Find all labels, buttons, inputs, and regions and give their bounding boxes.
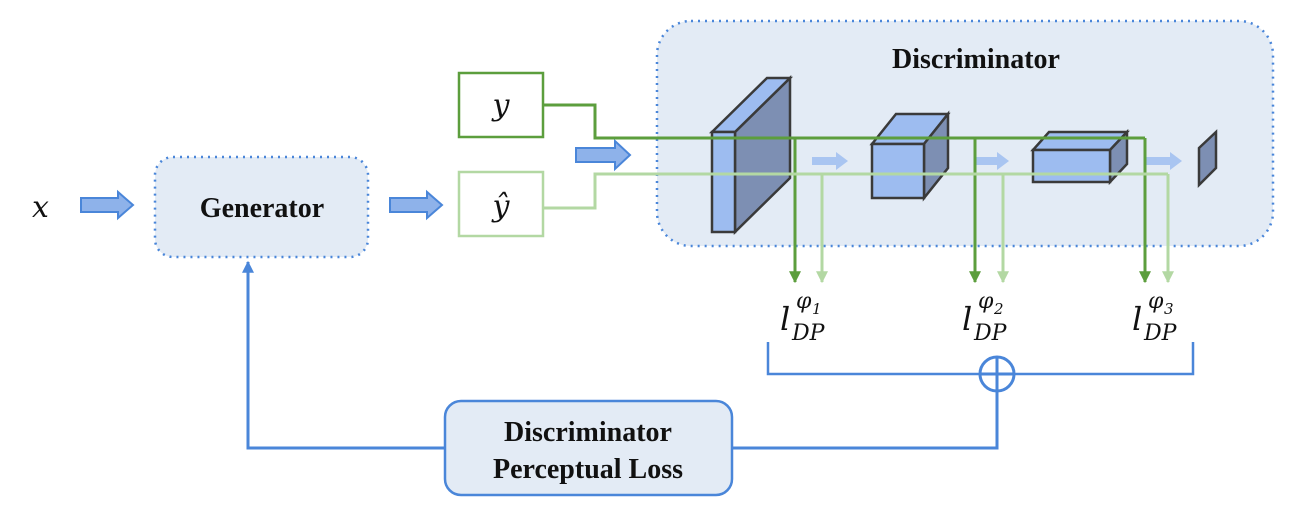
- loss-2-base: l: [962, 300, 972, 338]
- loss-2-sup-symbol: φ: [978, 289, 994, 314]
- perceptual-loss-line2: Perceptual Loss: [493, 454, 683, 485]
- generator-box: [153, 155, 370, 259]
- loss-3-sup-symbol: φ: [1148, 289, 1164, 314]
- real-sample-label: y: [491, 88, 511, 123]
- perceptual-loss-box: [443, 399, 734, 497]
- input-to-generator-arrow: [80, 189, 135, 221]
- layer-arrow-2: [974, 152, 1009, 170]
- layer-arrow-1: [812, 152, 848, 170]
- loss-2-sup-index: 2: [993, 300, 1004, 318]
- loss-1-sub: DP: [791, 321, 826, 346]
- disc-layer-1: [708, 75, 794, 235]
- discriminator-container: [655, 19, 1275, 248]
- generator-to-fake-arrow: [389, 189, 444, 221]
- discriminator-title: Discriminator: [892, 44, 1060, 75]
- loss-3-sub: DP: [1143, 321, 1178, 346]
- feedback-path-left: [242, 260, 445, 450]
- circled-plus-icon: [978, 355, 1016, 393]
- into-discriminator-arrow: [575, 138, 632, 172]
- generator-label: Generator: [200, 193, 324, 224]
- feedback-path-right: [732, 391, 999, 450]
- loss-term-2: l φ 2 DP: [962, 289, 1008, 346]
- real-feature-path: [543, 103, 1145, 140]
- perceptual-loss-line1: Discriminator: [504, 417, 672, 448]
- input-x-label: x: [32, 190, 49, 225]
- disc-layer-output: [1197, 129, 1218, 189]
- fake-feature-path: [543, 172, 1168, 210]
- loss-3-sup-index: 3: [1164, 300, 1174, 318]
- layer-arrow-3: [1146, 152, 1182, 170]
- loss-3-base: l: [1132, 300, 1142, 338]
- loss-1-sup-symbol: φ: [796, 289, 812, 314]
- loss-term-1: l φ 1 DP: [780, 289, 826, 346]
- fake-sample-box: [457, 170, 545, 238]
- loss-1-sup-index: 1: [812, 300, 822, 318]
- loss-1-base: l: [780, 300, 790, 338]
- fake-sample-label: ŷ: [491, 189, 511, 224]
- loss-term-3: l φ 3 DP: [1132, 289, 1178, 346]
- loss-2-sub: DP: [973, 321, 1008, 346]
